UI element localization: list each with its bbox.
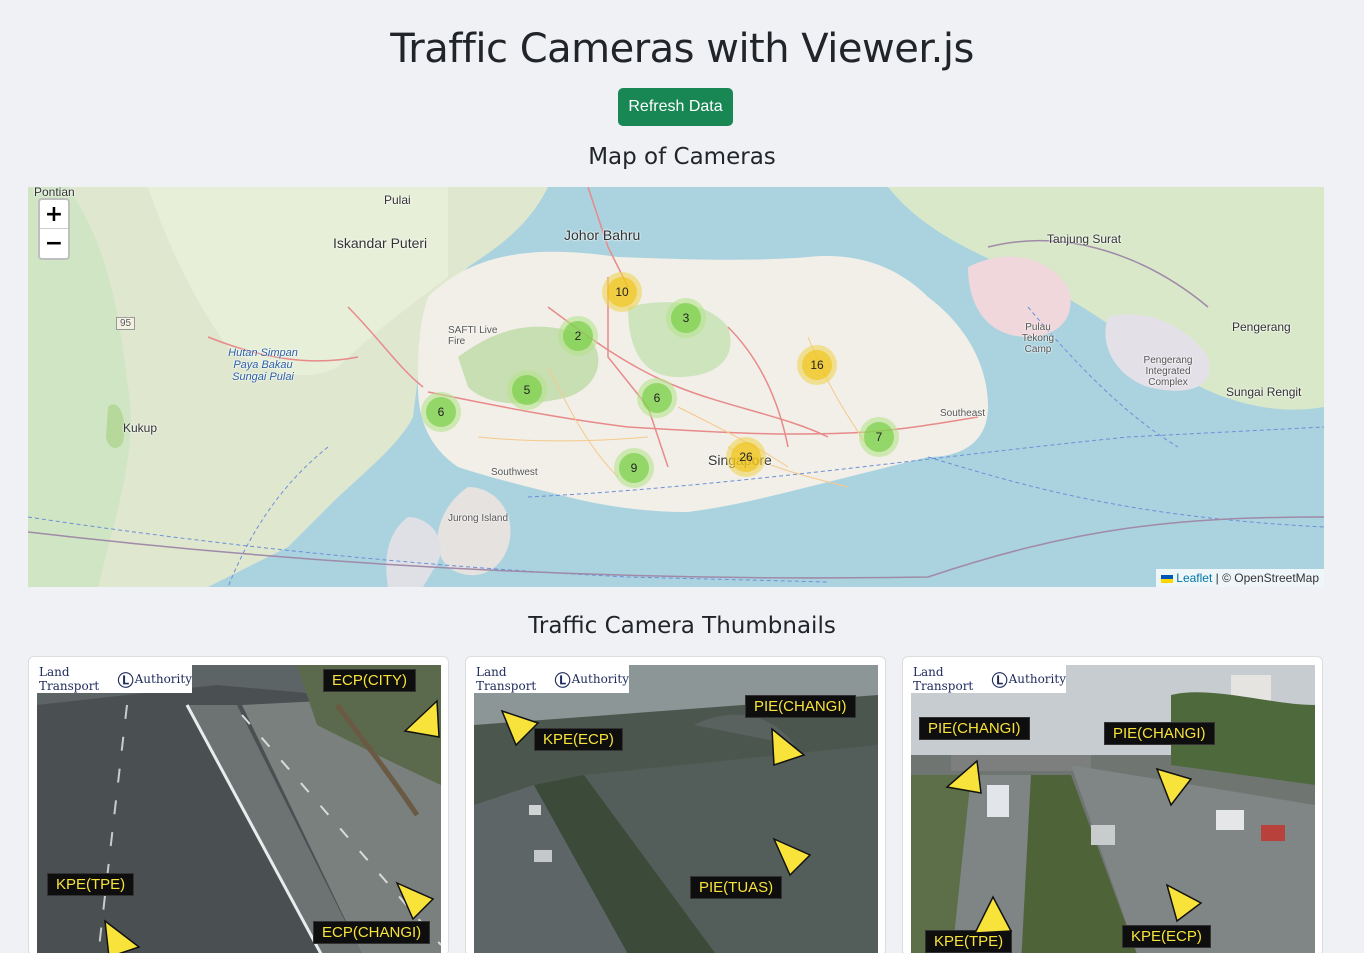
camera-image bbox=[911, 665, 1315, 953]
arrow-icon bbox=[500, 709, 540, 747]
place-label: Pulai bbox=[384, 193, 411, 207]
arrow-icon bbox=[104, 919, 141, 953]
zoom-out-button[interactable]: − bbox=[44, 231, 64, 256]
place-label: Sungai Rengit bbox=[1226, 385, 1302, 399]
place-label: Pengerang bbox=[1232, 320, 1291, 334]
map-heading: Map of Cameras bbox=[588, 144, 776, 170]
ukraine-flag-icon bbox=[1161, 574, 1174, 583]
refresh-data-button[interactable]: Refresh Data bbox=[618, 88, 733, 126]
marker-cluster[interactable]: 2 bbox=[558, 316, 598, 356]
marker-cluster[interactable]: 6 bbox=[637, 378, 677, 418]
arrow-icon bbox=[772, 837, 812, 877]
marker-cluster[interactable]: 16 bbox=[797, 345, 837, 385]
direction-label: KPE(ECP) bbox=[534, 728, 623, 751]
leaflet-link[interactable]: Leaflet bbox=[1176, 571, 1213, 585]
place-label: Pontian bbox=[34, 187, 75, 199]
direction-label: PIE(CHANGI) bbox=[745, 695, 856, 718]
arrow-icon bbox=[403, 699, 440, 738]
marker-cluster[interactable]: 9 bbox=[614, 448, 654, 488]
direction-label: ECP(CHANGI) bbox=[313, 921, 431, 944]
place-label: Kukup bbox=[123, 421, 158, 435]
camera-map[interactable]: + − Pontian Pulai Iskandar Puteri Johor … bbox=[28, 187, 1324, 587]
arrow-icon bbox=[945, 759, 982, 794]
place-label: Johor Bahru bbox=[564, 227, 641, 243]
arrow-icon bbox=[395, 881, 435, 921]
map-tiles bbox=[28, 187, 1324, 587]
place-label: Southwest bbox=[491, 467, 538, 478]
direction-label: PIE(CHANGI) bbox=[919, 717, 1030, 740]
zoom-in-button[interactable]: + bbox=[40, 200, 68, 229]
arrow-icon bbox=[973, 895, 1013, 934]
page-title: Traffic Cameras with Viewer.js bbox=[390, 26, 974, 72]
marker-cluster[interactable]: 3 bbox=[666, 298, 706, 338]
place-label: Hutan Simpan Paya Bakau Sungai Pulai bbox=[228, 347, 298, 383]
direction-label: ECP(CITY) bbox=[323, 669, 416, 692]
attribution-text: | © OpenStreetMap bbox=[1215, 571, 1319, 585]
direction-label: PIE(CHANGI) bbox=[1104, 722, 1215, 745]
marker-cluster[interactable]: 7 bbox=[859, 417, 899, 457]
place-label: Pulau Tekong Camp bbox=[1021, 322, 1055, 355]
zoom-control: + − bbox=[38, 198, 70, 260]
place-label: Pengerang Integrated Complex bbox=[1143, 355, 1193, 388]
camera-image bbox=[37, 665, 441, 953]
marker-cluster[interactable]: 6 bbox=[421, 392, 461, 432]
place-label: Jurong Island bbox=[448, 513, 509, 524]
place-label: Tanjung Surat bbox=[1047, 232, 1122, 246]
arrow-icon bbox=[1165, 883, 1203, 923]
direction-label: PIE(TUAS) bbox=[690, 876, 783, 899]
road-shield: 95 bbox=[116, 317, 136, 330]
marker-cluster[interactable]: 10 bbox=[602, 272, 642, 312]
direction-label: KPE(TPE) bbox=[47, 873, 135, 896]
place-label: Southeast bbox=[940, 408, 986, 419]
thumbnails-heading: Traffic Camera Thumbnails bbox=[528, 613, 836, 639]
place-label: SAFTI Live Fire bbox=[448, 325, 498, 347]
map-attribution: Leaflet | © OpenStreetMap bbox=[1156, 569, 1324, 587]
direction-label: KPE(ECP) bbox=[1122, 925, 1211, 948]
marker-cluster[interactable]: 26 bbox=[726, 437, 766, 477]
place-label: Iskandar Puteri bbox=[333, 235, 428, 251]
arrow-icon bbox=[1155, 767, 1193, 807]
marker-cluster[interactable]: 5 bbox=[507, 370, 547, 410]
arrow-icon bbox=[771, 727, 806, 767]
